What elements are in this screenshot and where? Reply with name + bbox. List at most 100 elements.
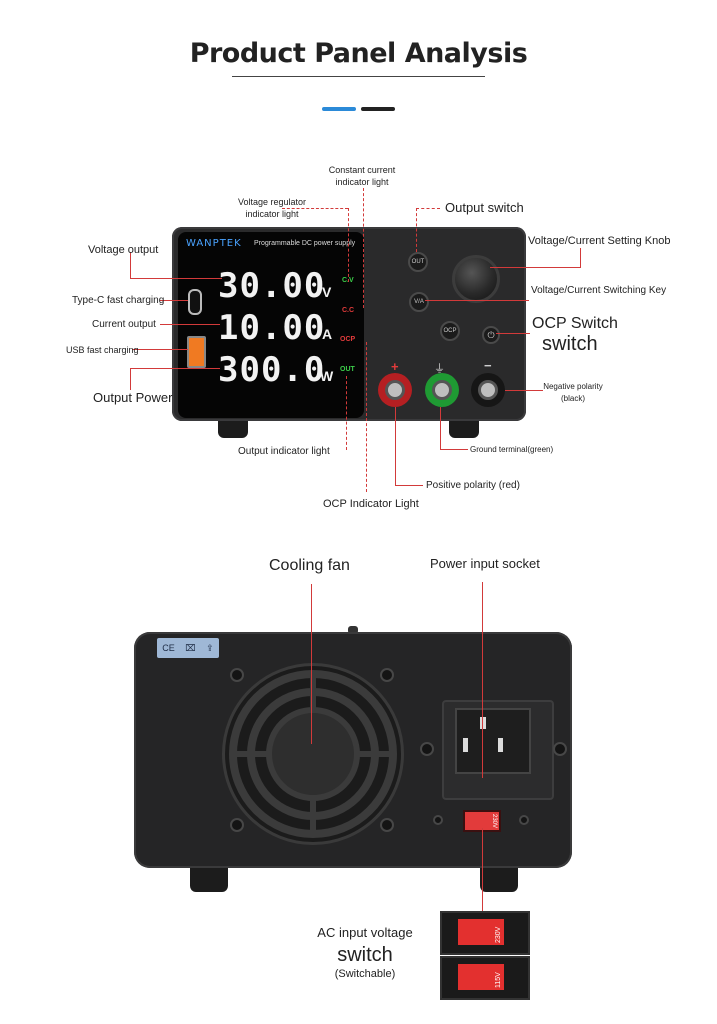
line-cooling-fan — [311, 584, 312, 744]
back-top-knob — [348, 626, 358, 634]
label-negative: Negative polarity (black) — [543, 382, 603, 403]
line-output-power-v — [130, 368, 131, 390]
line-ocp-v — [366, 342, 367, 492]
voltage-unit: V — [322, 284, 332, 300]
ocp-indicator: OCP — [340, 336, 356, 343]
label-knob: Voltage/Current Setting Knob — [528, 235, 671, 247]
label-output-power: Output Power — [93, 390, 173, 405]
socket-screw-right — [553, 742, 567, 756]
accent-bar-blue — [322, 107, 356, 111]
line-current-output — [160, 324, 220, 325]
fan-screw-bl — [230, 818, 244, 832]
switch-detail-115-rocker: 115V — [458, 964, 504, 990]
switch-detail-230: 230V — [440, 911, 530, 955]
back-foot-left — [190, 866, 228, 892]
fan-screw-tr — [380, 668, 394, 682]
plus-sign: + — [391, 359, 399, 374]
line-ground-h — [440, 449, 468, 450]
line-typec — [160, 300, 188, 301]
positive-terminal[interactable] — [378, 373, 412, 407]
front-foot-left — [218, 419, 248, 438]
switch-detail-115: 115V — [440, 956, 530, 1000]
accent-bar-dark — [361, 107, 395, 111]
label-switching-key: Voltage/Current Switching Key — [531, 285, 667, 296]
line-ground-v — [440, 407, 441, 449]
voltage-select-label: 230V — [491, 814, 497, 829]
line-voltage-output — [130, 252, 131, 278]
label-ac-switch-1: AC input voltage — [317, 925, 413, 940]
front-foot-right — [449, 419, 479, 438]
line-cv-v — [348, 208, 349, 282]
page-title: Product Panel Analysis — [189, 38, 528, 69]
current-readout: 10.00 — [218, 308, 326, 348]
label-constant-current: Constant current indicator light — [328, 165, 396, 187]
current-unit: A — [322, 326, 333, 342]
model-name: Programmable DC power supply — [254, 240, 356, 247]
line-negative — [505, 390, 543, 391]
type-c-port — [188, 289, 202, 315]
cert-label: CE ⌧ ⇪ — [157, 638, 219, 658]
switch-115-text: 115V — [495, 972, 502, 988]
negative-terminal[interactable] — [471, 373, 505, 407]
socket-screw-left — [420, 742, 434, 756]
ce-mark: CE — [162, 643, 175, 653]
ocp-button[interactable]: OCP — [440, 321, 460, 341]
usb-port — [187, 336, 206, 368]
line-positive-h — [395, 485, 423, 486]
line-va-key — [425, 300, 529, 301]
ground-sign: ⏚ — [434, 363, 445, 375]
weee-icon: ⌧ — [185, 642, 196, 653]
label-ac-switch-3: (Switchable) — [334, 968, 396, 980]
cv-indicator: C.V — [342, 277, 354, 284]
line-cv-h — [282, 208, 348, 209]
front-display — [178, 232, 364, 418]
socket-pin-left — [463, 738, 468, 752]
va-switch-button[interactable]: V/A — [409, 292, 429, 312]
line-positive-v — [395, 407, 396, 485]
label-type-c: Type-C fast charging — [72, 295, 165, 306]
fan-screw-tl — [230, 668, 244, 682]
cert-other-icon: ⇪ — [206, 642, 214, 653]
switch-230-text: 230V — [495, 926, 502, 943]
minus-sign: − — [484, 358, 492, 373]
power-readout: 300.0 — [218, 350, 326, 390]
fan-screw-br — [380, 818, 394, 832]
line-output-switch-h — [416, 208, 440, 209]
switch-screw-right — [519, 815, 529, 825]
line-voltage-output-h — [130, 278, 222, 279]
line-knob-h — [490, 267, 580, 268]
label-cooling-fan: Cooling fan — [269, 557, 350, 574]
socket-pin-right — [498, 738, 503, 752]
line-ocp-switch — [496, 333, 530, 334]
label-output-switch: Output switch — [445, 200, 524, 215]
label-ocp-switch-2: switch — [542, 333, 598, 355]
label-current-output: Current output — [92, 319, 156, 330]
voltage-readout: 30.00 — [218, 266, 326, 306]
line-cc-v — [363, 188, 364, 308]
label-positive: Positive polarity (red) — [426, 480, 520, 491]
back-foot-right — [480, 866, 518, 892]
label-ground-terminal: Ground terminal(green) — [470, 445, 554, 454]
setting-knob[interactable] — [452, 255, 500, 303]
label-ac-switch-2: switch — [337, 944, 393, 966]
cc-indicator: C.C — [342, 307, 355, 314]
label-voltage-output: Voltage output — [88, 244, 159, 256]
output-button[interactable]: OUT — [408, 252, 428, 272]
label-output-indicator: Output indicator light — [238, 446, 330, 457]
out-indicator: OUT — [340, 366, 355, 373]
line-power-socket — [482, 582, 483, 778]
power-button[interactable]: ⏻ — [482, 326, 500, 344]
ground-terminal[interactable] — [425, 373, 459, 407]
line-out-v — [346, 376, 347, 450]
socket-pin-earth — [480, 717, 486, 729]
switch-screw-left — [433, 815, 443, 825]
line-output-switch-v — [416, 208, 417, 252]
label-power-socket: Power input socket — [430, 556, 540, 571]
brand-logo: WANPTEK — [186, 238, 242, 249]
switch-detail-230-rocker: 230V — [458, 919, 504, 945]
fan-grille-icon — [229, 670, 397, 838]
line-ac-switch — [482, 828, 483, 912]
label-voltage-regulator: Voltage regulator indicator light — [237, 197, 307, 219]
title-underline — [232, 76, 485, 77]
power-unit: W — [320, 368, 334, 384]
